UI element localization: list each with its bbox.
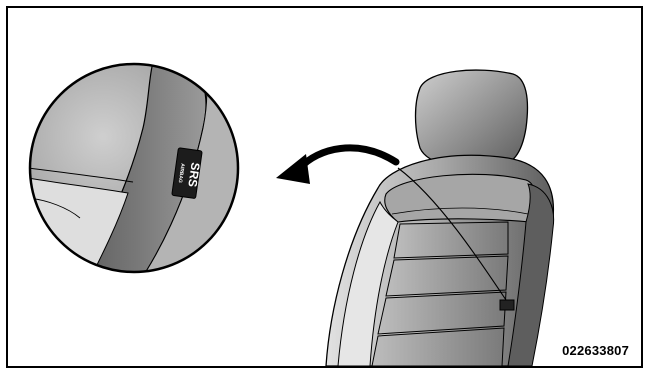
figure-reference-code: 022633807 — [562, 343, 629, 358]
seat-srs-tag — [500, 300, 514, 310]
figure-frame: SRS AIRBAG 022633807 — [6, 6, 643, 368]
seat-illustration: SRS AIRBAG — [8, 8, 641, 366]
seat-headrest — [416, 70, 528, 168]
magnifier-circle — [28, 48, 242, 298]
callout-arrow — [276, 148, 396, 184]
